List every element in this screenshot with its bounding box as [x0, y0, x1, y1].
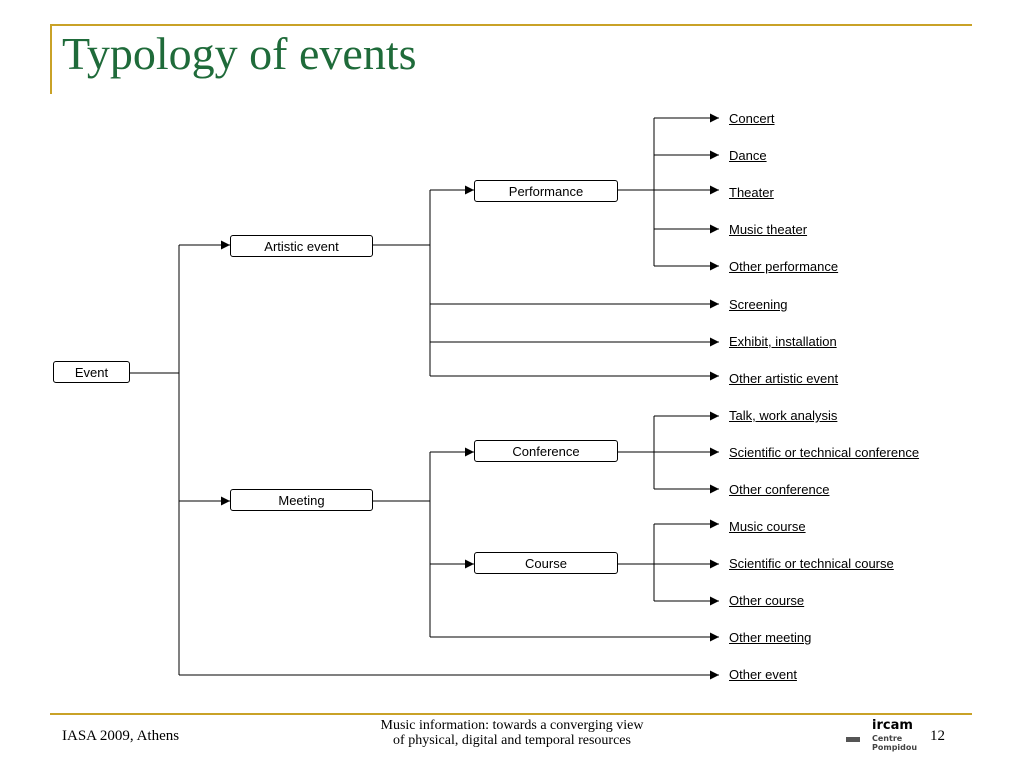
node-meeting: Meeting [230, 489, 373, 511]
leaf-dance[interactable]: Dance [729, 148, 767, 163]
leaf-exhibit-installation[interactable]: Exhibit, installation [729, 334, 837, 349]
logo-sub-line-2: Pompidou [872, 743, 918, 752]
leaf-scientific-technical-conference[interactable]: Scientific or technical conference [729, 445, 920, 460]
logo-sub-text: Centre Pompidou [872, 734, 918, 752]
leaf-concert[interactable]: Concert [729, 111, 775, 126]
title-side-rule [50, 24, 52, 94]
leaf-talk-work-analysis[interactable]: Talk, work analysis [729, 408, 838, 423]
top-rule [50, 24, 972, 26]
leaf-other-meeting[interactable]: Other meeting [729, 630, 812, 645]
page-number: 12 [930, 728, 945, 744]
ircam-logo: ircam Centre Pompidou [846, 719, 917, 755]
leaf-screening[interactable]: Screening [729, 297, 788, 312]
node-course: Course [474, 552, 618, 574]
footer-presentation-title: Music information: towards a converging … [340, 718, 684, 748]
logo-bar-icon [846, 737, 860, 742]
footer-title-line-2: of physical, digital and temporal resour… [393, 733, 631, 748]
leaf-scientific-technical-course[interactable]: Scientific or technical course [729, 556, 894, 571]
node-artistic-event: Artistic event [230, 235, 373, 257]
leaf-music-course[interactable]: Music course [729, 519, 806, 534]
node-conference: Conference [474, 440, 618, 462]
node-event: Event [53, 361, 130, 383]
leaf-other-artistic-event[interactable]: Other artistic event [729, 371, 839, 386]
footer-rule [50, 713, 972, 715]
node-performance: Performance [474, 180, 618, 202]
leaf-other-event[interactable]: Other event [729, 667, 797, 682]
leaf-other-course[interactable]: Other course [729, 593, 805, 608]
leaf-other-conference[interactable]: Other conference [729, 482, 830, 497]
leaf-music-theater[interactable]: Music theater [729, 222, 808, 237]
leaf-theater[interactable]: Theater [729, 185, 774, 200]
slide-title: Typology of events [62, 28, 417, 79]
footer-title-line-1: Music information: towards a converging … [380, 718, 644, 733]
footer-event-label: IASA 2009, Athens [62, 728, 180, 744]
logo-main-text: ircam [872, 718, 913, 733]
leaf-other-performance[interactable]: Other performance [729, 259, 839, 274]
logo-sub-line-1: Centre [872, 734, 903, 743]
